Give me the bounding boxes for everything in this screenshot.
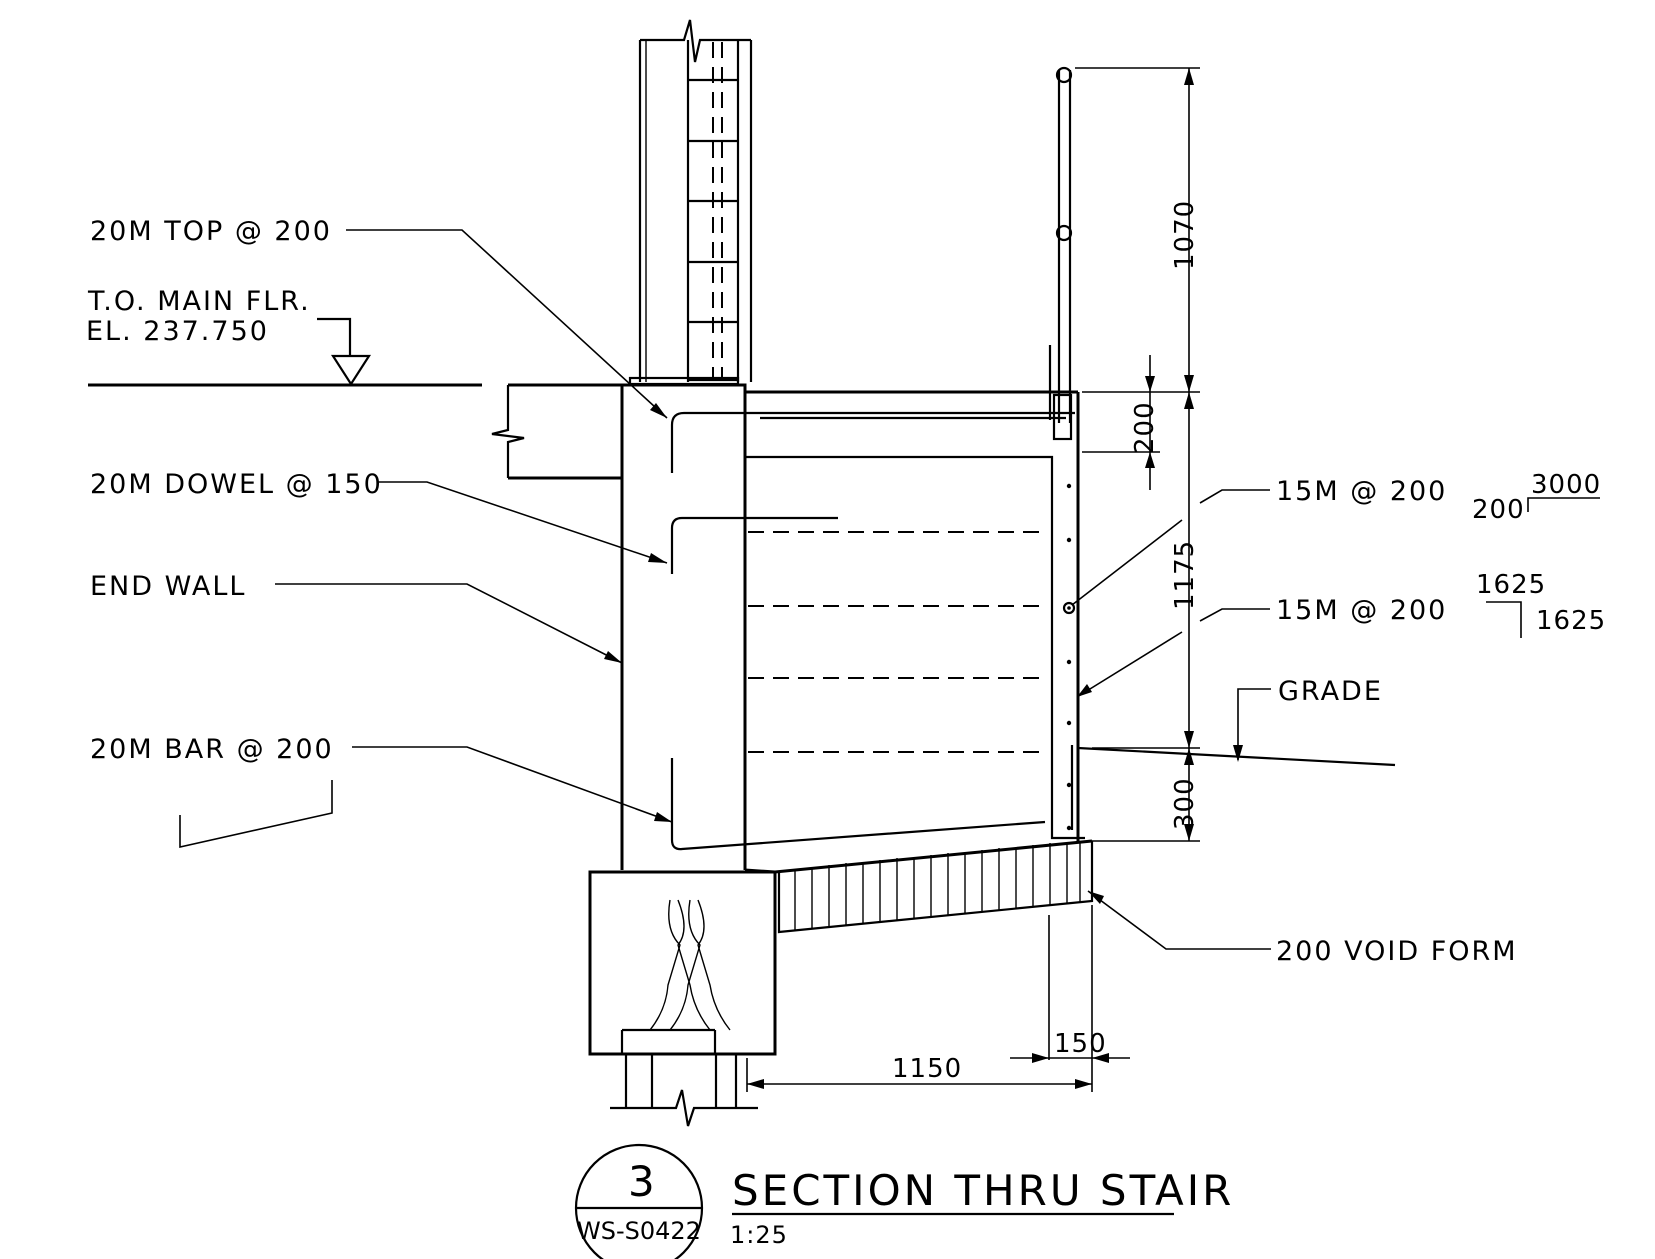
dim-toe: 150 — [1054, 1029, 1107, 1059]
dim-wall-height: 1175 — [1170, 540, 1200, 610]
label-20m-bar: 20M BAR @ 200 — [90, 734, 334, 765]
dim-below-grade: 300 — [1170, 777, 1200, 830]
grade-line — [1077, 688, 1396, 767]
drawing-scale: 1:25 — [730, 1221, 788, 1249]
dim-heel: 1150 — [892, 1054, 962, 1084]
title-block — [574, 1143, 1174, 1259]
masonry-wall — [628, 19, 753, 386]
rebar-dots — [1062, 483, 1076, 831]
void-form — [744, 839, 1094, 934]
bend-b-top: 1625 — [1476, 570, 1546, 600]
railing — [1048, 66, 1073, 441]
detail-number: 3 — [628, 1157, 655, 1206]
label-grade: GRADE — [1278, 676, 1383, 707]
bend-b-right: 1625 — [1536, 606, 1606, 636]
label-void-form: 200 VOID FORM — [1276, 936, 1518, 967]
main-floor — [88, 317, 624, 480]
sheet-reference: WS-S0422 — [577, 1217, 701, 1245]
end-wall — [620, 383, 1075, 870]
footing — [588, 870, 777, 1127]
bend-a-left: 200 — [1472, 495, 1525, 525]
leaders — [179, 229, 1600, 950]
bend-a-top: 3000 — [1531, 470, 1601, 500]
label-15m-b: 15M @ 200 — [1276, 595, 1447, 626]
label-end-wall: END WALL — [90, 571, 246, 602]
drawing-title: SECTION THRU STAIR — [732, 1166, 1234, 1215]
label-floor-line1: T.O. MAIN FLR. — [87, 286, 311, 317]
label-floor-elevation: EL. 237.750 — [86, 316, 269, 347]
landing-structure — [745, 390, 1085, 841]
label-20m-top: 20M TOP @ 200 — [90, 216, 332, 247]
label-20m-dowel: 20M DOWEL @ 150 — [90, 469, 383, 500]
dimensions — [746, 67, 1200, 1092]
dim-slab-thickness: 200 — [1130, 401, 1160, 454]
label-15m-a: 15M @ 200 — [1276, 476, 1447, 507]
dim-rail-height: 1070 — [1170, 200, 1200, 270]
